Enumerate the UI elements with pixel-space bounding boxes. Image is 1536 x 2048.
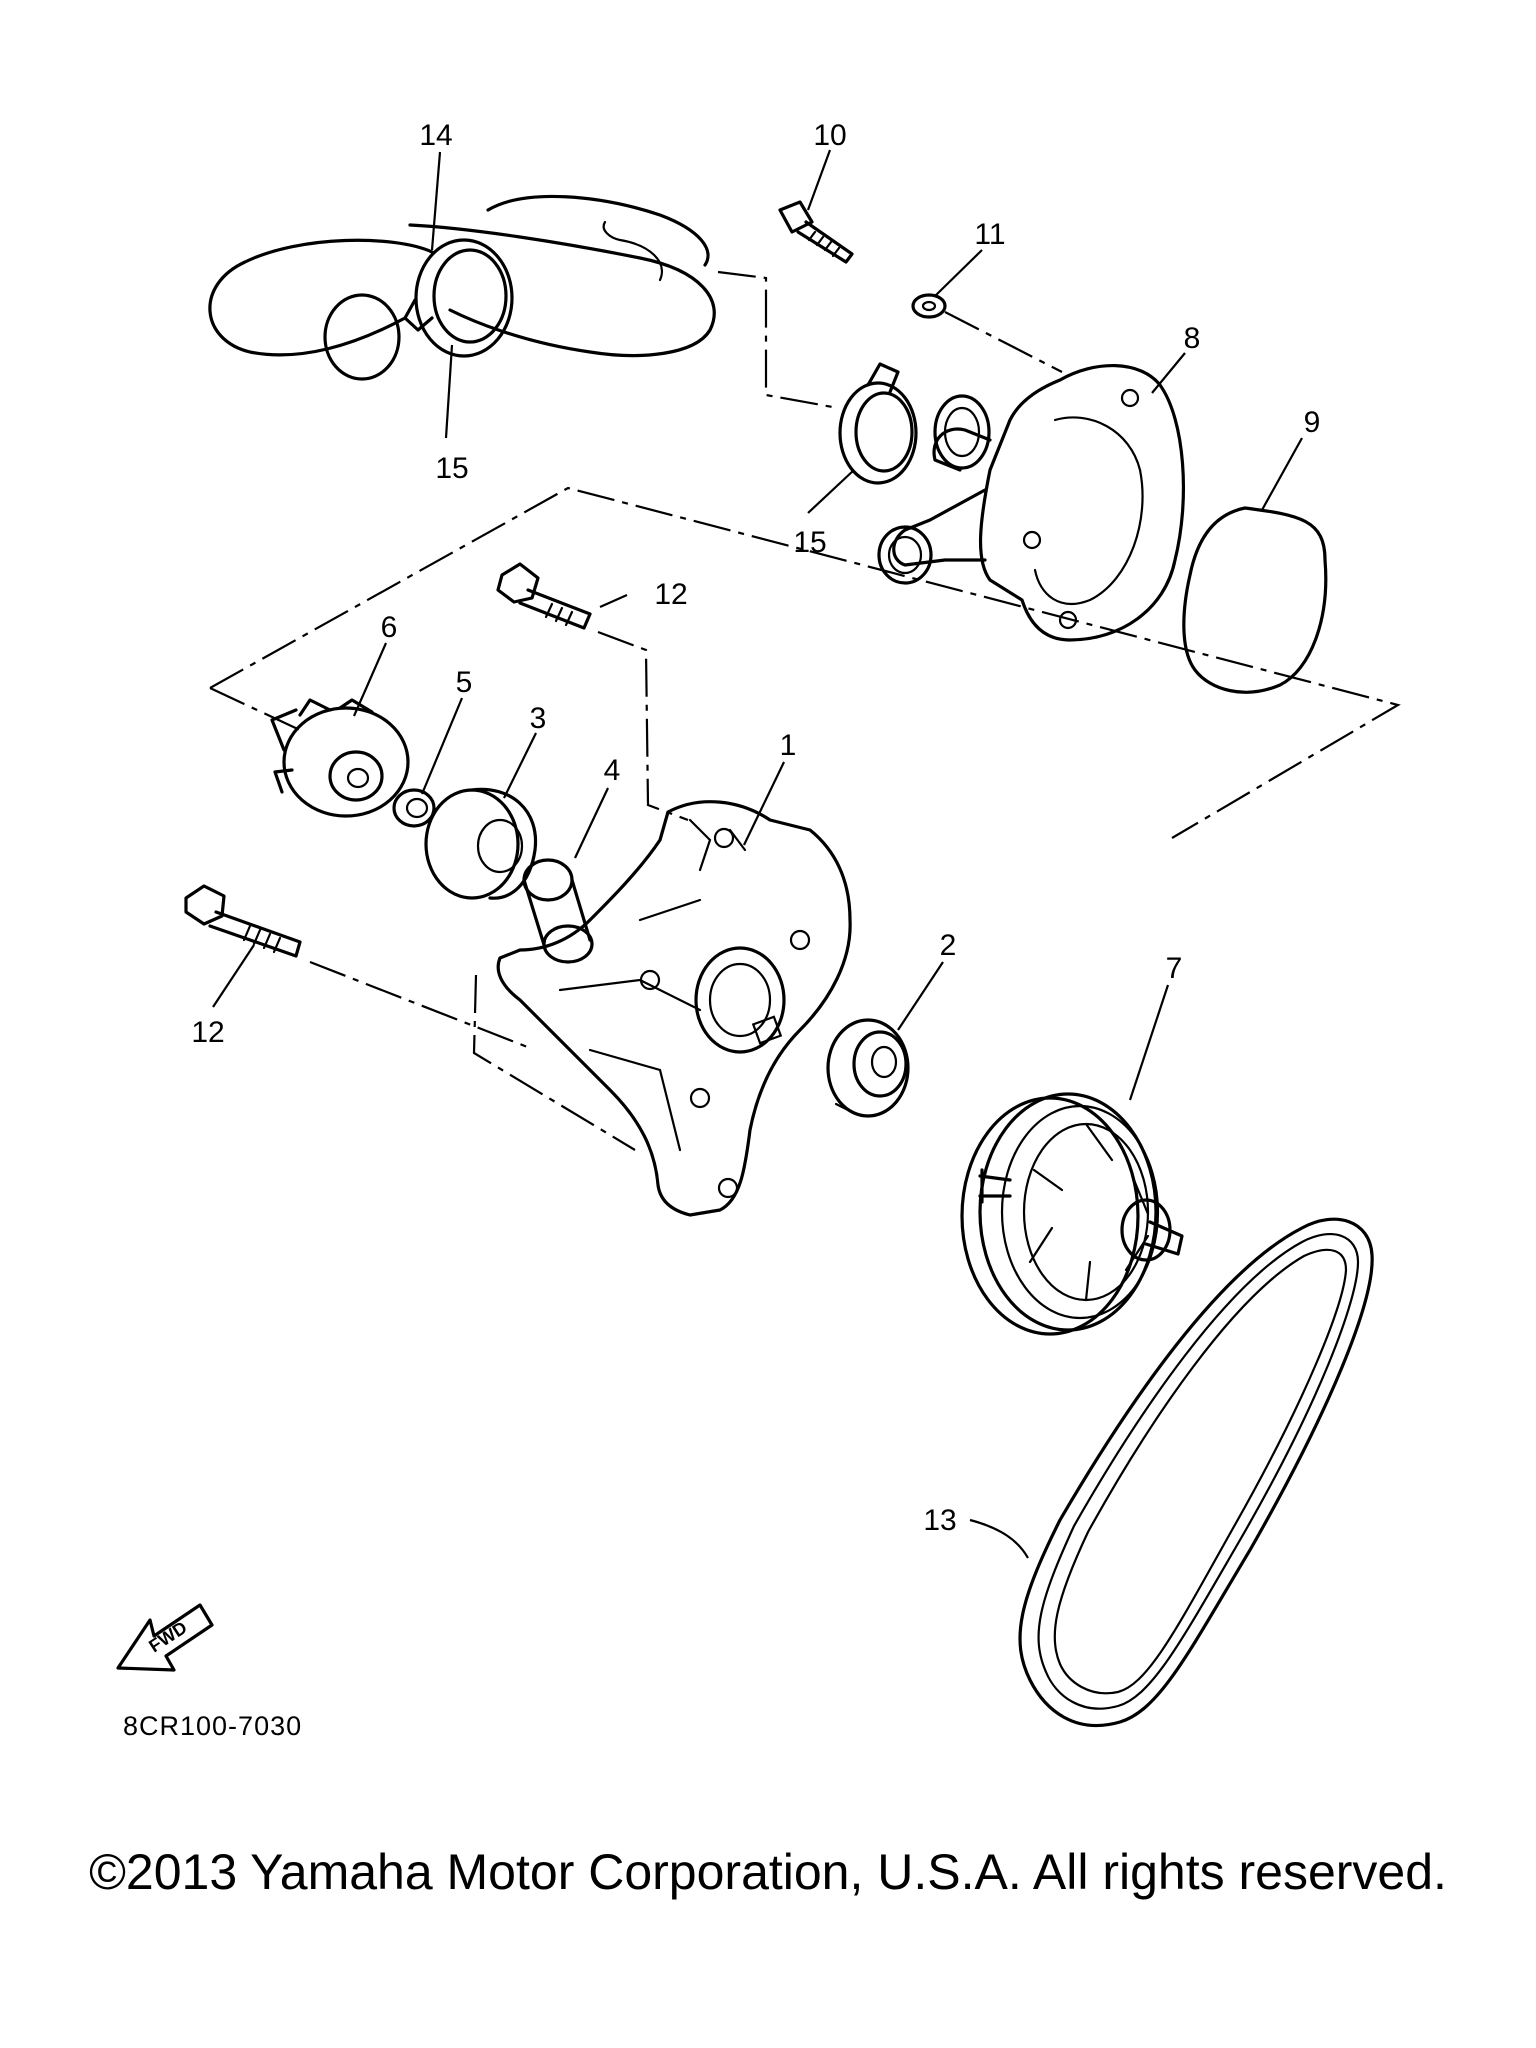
callout-15-lower: 15 bbox=[793, 526, 826, 559]
impeller bbox=[270, 698, 410, 818]
callout-12-lower: 12 bbox=[191, 1016, 224, 1049]
mechanical-seal bbox=[424, 787, 538, 900]
pulley bbox=[960, 1092, 1184, 1336]
hose bbox=[208, 194, 716, 381]
bolt-12-lower bbox=[184, 884, 302, 958]
callout-3: 3 bbox=[530, 702, 547, 735]
bolt-lower-to-housing-line bbox=[309, 960, 531, 1050]
bolt-10 bbox=[778, 200, 854, 264]
bolt-12-upper bbox=[496, 562, 592, 630]
seal-washer bbox=[392, 788, 436, 828]
bolt-to-housing-line bbox=[597, 630, 689, 822]
pump-housing bbox=[496, 800, 852, 1217]
callout-13: 13 bbox=[923, 1504, 956, 1537]
callout-5: 5 bbox=[456, 666, 473, 699]
callout-15-upper: 15 bbox=[435, 452, 468, 485]
drive-belt bbox=[1018, 1217, 1374, 1728]
washer-11 bbox=[911, 293, 947, 319]
housing-base-line bbox=[472, 974, 636, 1151]
callout-9: 9 bbox=[1304, 406, 1321, 439]
callout-7: 7 bbox=[1166, 952, 1183, 985]
assembly-boundary-left bbox=[209, 687, 301, 731]
pump-cover bbox=[877, 363, 1186, 642]
callout-10: 10 bbox=[813, 119, 846, 152]
washer-to-cover-line bbox=[944, 311, 1063, 373]
callout-2: 2 bbox=[940, 929, 957, 962]
callout-1: 1 bbox=[780, 729, 797, 762]
diagram-code: 8CR100-7030 bbox=[123, 1711, 302, 1741]
assembly-boundary bbox=[209, 486, 1401, 839]
gasket bbox=[1182, 506, 1328, 694]
collar bbox=[522, 858, 594, 964]
hose-clamp-lower bbox=[838, 362, 918, 485]
copyright-notice: ©2013 Yamaha Motor Corporation, U.S.A. A… bbox=[89, 1844, 1447, 1900]
hose-clamp-upper bbox=[403, 238, 514, 358]
callout-8: 8 bbox=[1184, 322, 1201, 355]
callout-11: 11 bbox=[974, 218, 1005, 251]
callout-12-upper: 12 bbox=[654, 578, 687, 611]
callout-4: 4 bbox=[604, 754, 621, 787]
bearing bbox=[826, 1018, 910, 1118]
hose-to-clamp-line bbox=[717, 270, 839, 410]
callout-6: 6 bbox=[381, 611, 398, 644]
leader-lines bbox=[212, 149, 1303, 1559]
forward-arrow-icon: FWD bbox=[116, 1603, 214, 1672]
callout-14: 14 bbox=[419, 119, 452, 152]
